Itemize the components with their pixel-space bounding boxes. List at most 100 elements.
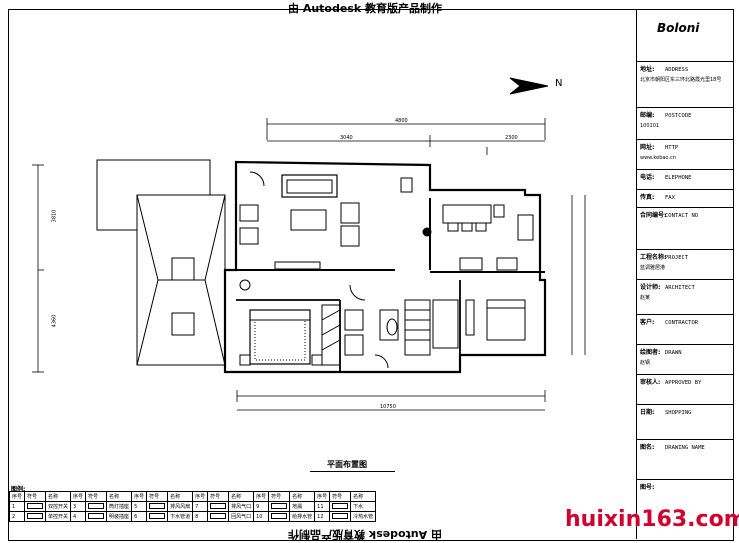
title-block-value: SHOPPING <box>665 410 692 416</box>
legend-header-cell: 序号 <box>192 491 209 502</box>
title-block-row: 审核人:APPROVED BY <box>637 374 733 405</box>
title-block-row: 邮编: POSTCODE 100101 <box>637 107 733 140</box>
title-block-label: 合同编号: <box>640 212 667 219</box>
title-block-extra: 100101 <box>640 123 660 129</box>
legend-symbol-cell <box>329 511 352 522</box>
drawing-border <box>8 9 734 541</box>
title-block-label: 电话: <box>640 174 655 181</box>
title-block-value: DRAWN <box>665 350 682 356</box>
legend-header-cell: 符号 <box>85 491 108 502</box>
legend-symbol-cell <box>85 511 108 522</box>
legend-symbol-icon <box>149 502 166 509</box>
title-block-label: 日期: <box>640 409 655 416</box>
legend-symbol-cell <box>24 511 47 522</box>
legend-title: 图例: <box>11 486 26 493</box>
title-block-value: CONTACT NO <box>665 213 699 219</box>
legend-symbol-icon <box>27 512 44 519</box>
title-block-extra: 北京市朝阳区东三环北路霞光里18号 <box>640 77 722 83</box>
title-block-row: 网址: HTTP www.kebao.cn <box>637 139 733 170</box>
north-label: N <box>555 78 563 89</box>
title-block-value: CONTRACTOR <box>665 320 699 326</box>
title-block-value: APPROVED BY <box>665 380 702 386</box>
legend-symbol-icon <box>271 502 288 509</box>
brand-logo: Boloni <box>657 21 700 35</box>
title-block-label: 网址: <box>640 144 655 151</box>
legend-header-cell: 符号 <box>268 491 291 502</box>
legend-symbol-icon <box>210 512 227 519</box>
legend-header-cell: 符号 <box>24 491 47 502</box>
title-block-label: 客户: <box>640 319 655 326</box>
legend-header-cell: 名称 <box>106 491 133 502</box>
title-block-value: ARCHITECT <box>665 285 695 291</box>
legend-symbol-icon <box>149 512 166 519</box>
legend-header-cell: 符号 <box>207 491 230 502</box>
title-block-extra: 赵某 <box>640 295 651 301</box>
legend-cell: 下水管道 <box>167 511 194 522</box>
title-block-value: FAX <box>665 195 675 201</box>
dim-bottom-total: 10750 <box>380 404 396 410</box>
title-block-row: 绘图者: DRAWN 赵钢 <box>637 344 733 375</box>
title-block-row: 日期: SHOPPING <box>637 404 733 440</box>
title-block-value: HTTP <box>665 145 679 151</box>
legend-cell: 11 <box>314 501 331 512</box>
legend-cell: 冷热水管 <box>350 511 377 522</box>
legend-header-cell: 名称 <box>45 491 72 502</box>
title-block-row: 图号: <box>637 479 733 540</box>
legend-symbol-icon <box>332 512 349 519</box>
legend-header-cell: 名称 <box>350 491 377 502</box>
plan-title-underline <box>310 471 395 472</box>
legend-symbol-cell <box>85 501 108 512</box>
dim-top-left: 3040 <box>340 135 353 141</box>
title-block-row: 传真:FAX <box>637 189 733 208</box>
top-banner: 由 Autodesk 教育版产品制作 <box>288 2 443 15</box>
title-block-label: 邮编: <box>640 112 655 119</box>
legend-cell: 9 <box>253 501 270 512</box>
legend-header-cell: 名称 <box>289 491 316 502</box>
title-block-value: ELEPHONE <box>665 175 692 181</box>
legend-cell: 给排水管 <box>289 511 316 522</box>
dim-left-upper: 3810 <box>51 209 58 223</box>
dim-top-right: 2300 <box>505 135 518 141</box>
legend-header-cell: 名称 <box>228 491 255 502</box>
legend-cell: 10 <box>253 511 270 522</box>
legend-cell: 7 <box>192 501 209 512</box>
title-block-row: 地址: ADDRESS 北京市朝阳区东三环北路霞光里18号 <box>637 61 733 108</box>
legend-symbol-icon <box>271 512 288 519</box>
legend-cell: 6 <box>131 511 148 522</box>
title-block-label: 绘图者: <box>640 349 661 356</box>
legend-symbol-cell <box>268 501 291 512</box>
legend-cell: 地漏 <box>289 501 316 512</box>
legend-cell: 下水 <box>350 501 377 512</box>
legend-symbol-cell <box>268 511 291 522</box>
title-block-row: 客户: CONTRACTOR <box>637 314 733 345</box>
legend-cell: 双控开关 <box>45 501 72 512</box>
title-block-label: 工程名称: <box>640 254 667 261</box>
dim-top-total: 4800 <box>395 118 408 124</box>
legend-header-cell: 序号 <box>314 491 331 502</box>
legend-cell: 3 <box>70 501 87 512</box>
legend-cell: 单控开关 <box>45 511 72 522</box>
dim-left-lower: 4360 <box>51 314 58 328</box>
legend-symbol-icon <box>210 502 227 509</box>
title-block-extra: www.kebao.cn <box>640 155 676 161</box>
title-block-row: 合同编号:CONTACT NO <box>637 207 733 250</box>
legend-symbol-icon <box>88 512 105 519</box>
legend-header-cell: 序号 <box>70 491 87 502</box>
title-block-label: 地址: <box>640 66 655 73</box>
title-block-value: ADDRESS <box>665 67 689 73</box>
legend-symbol-icon <box>88 502 105 509</box>
legend-cell: 4 <box>70 511 87 522</box>
legend-symbol-cell <box>207 501 230 512</box>
title-block-value: POSTCODE <box>665 113 692 119</box>
title-block-extra: 赵钢 <box>640 360 651 366</box>
legend-cell: 回风气口 <box>228 511 255 522</box>
title-block-value: DRAWING NAME <box>665 445 705 451</box>
watermark-logo: huixin163.com <box>565 507 739 532</box>
legend-cell: 排风风扇 <box>167 501 194 512</box>
legend-cell: 8 <box>192 511 209 522</box>
legend-symbol-cell <box>24 501 47 512</box>
